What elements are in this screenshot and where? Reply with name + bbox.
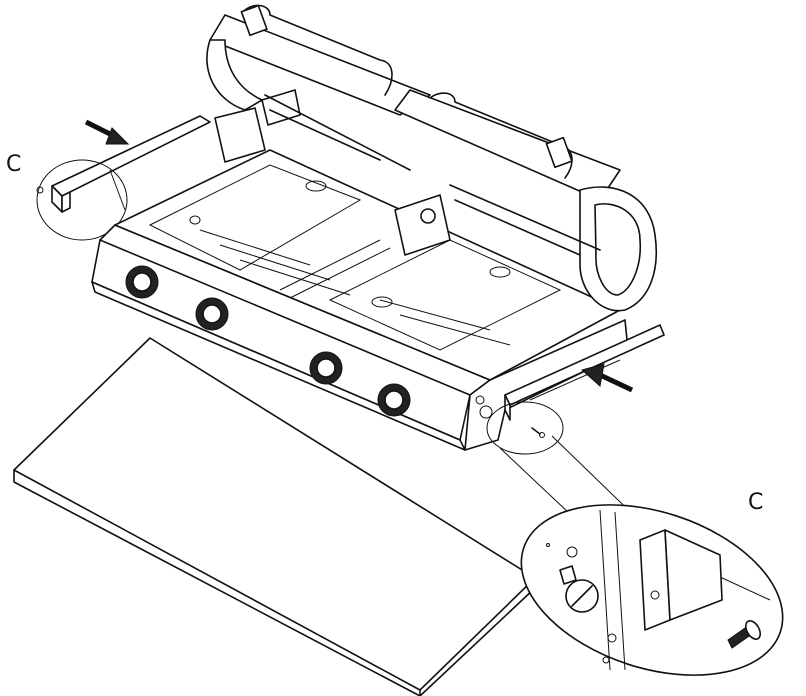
screw-icon <box>531 427 545 438</box>
right-side-bar <box>504 324 665 421</box>
lid-left <box>206 4 431 171</box>
callout-circle-small <box>486 401 564 455</box>
callout-detail-zoom <box>520 504 784 676</box>
lid-right <box>394 89 657 312</box>
control-knob-icon <box>195 297 229 331</box>
callout-label-left: C <box>6 152 22 177</box>
screw-icon <box>727 620 762 649</box>
left-side-bar <box>36 115 211 213</box>
callout-circle-left <box>36 159 128 241</box>
arrow-icon <box>84 119 130 145</box>
base-panel <box>13 337 536 696</box>
grill-interior <box>114 149 621 381</box>
arrow-icon <box>580 363 634 393</box>
control-knob-icon <box>125 265 159 299</box>
callout-label-right: C <box>748 490 764 515</box>
control-knob-icon <box>309 351 343 385</box>
control-knob-icon <box>377 383 411 417</box>
